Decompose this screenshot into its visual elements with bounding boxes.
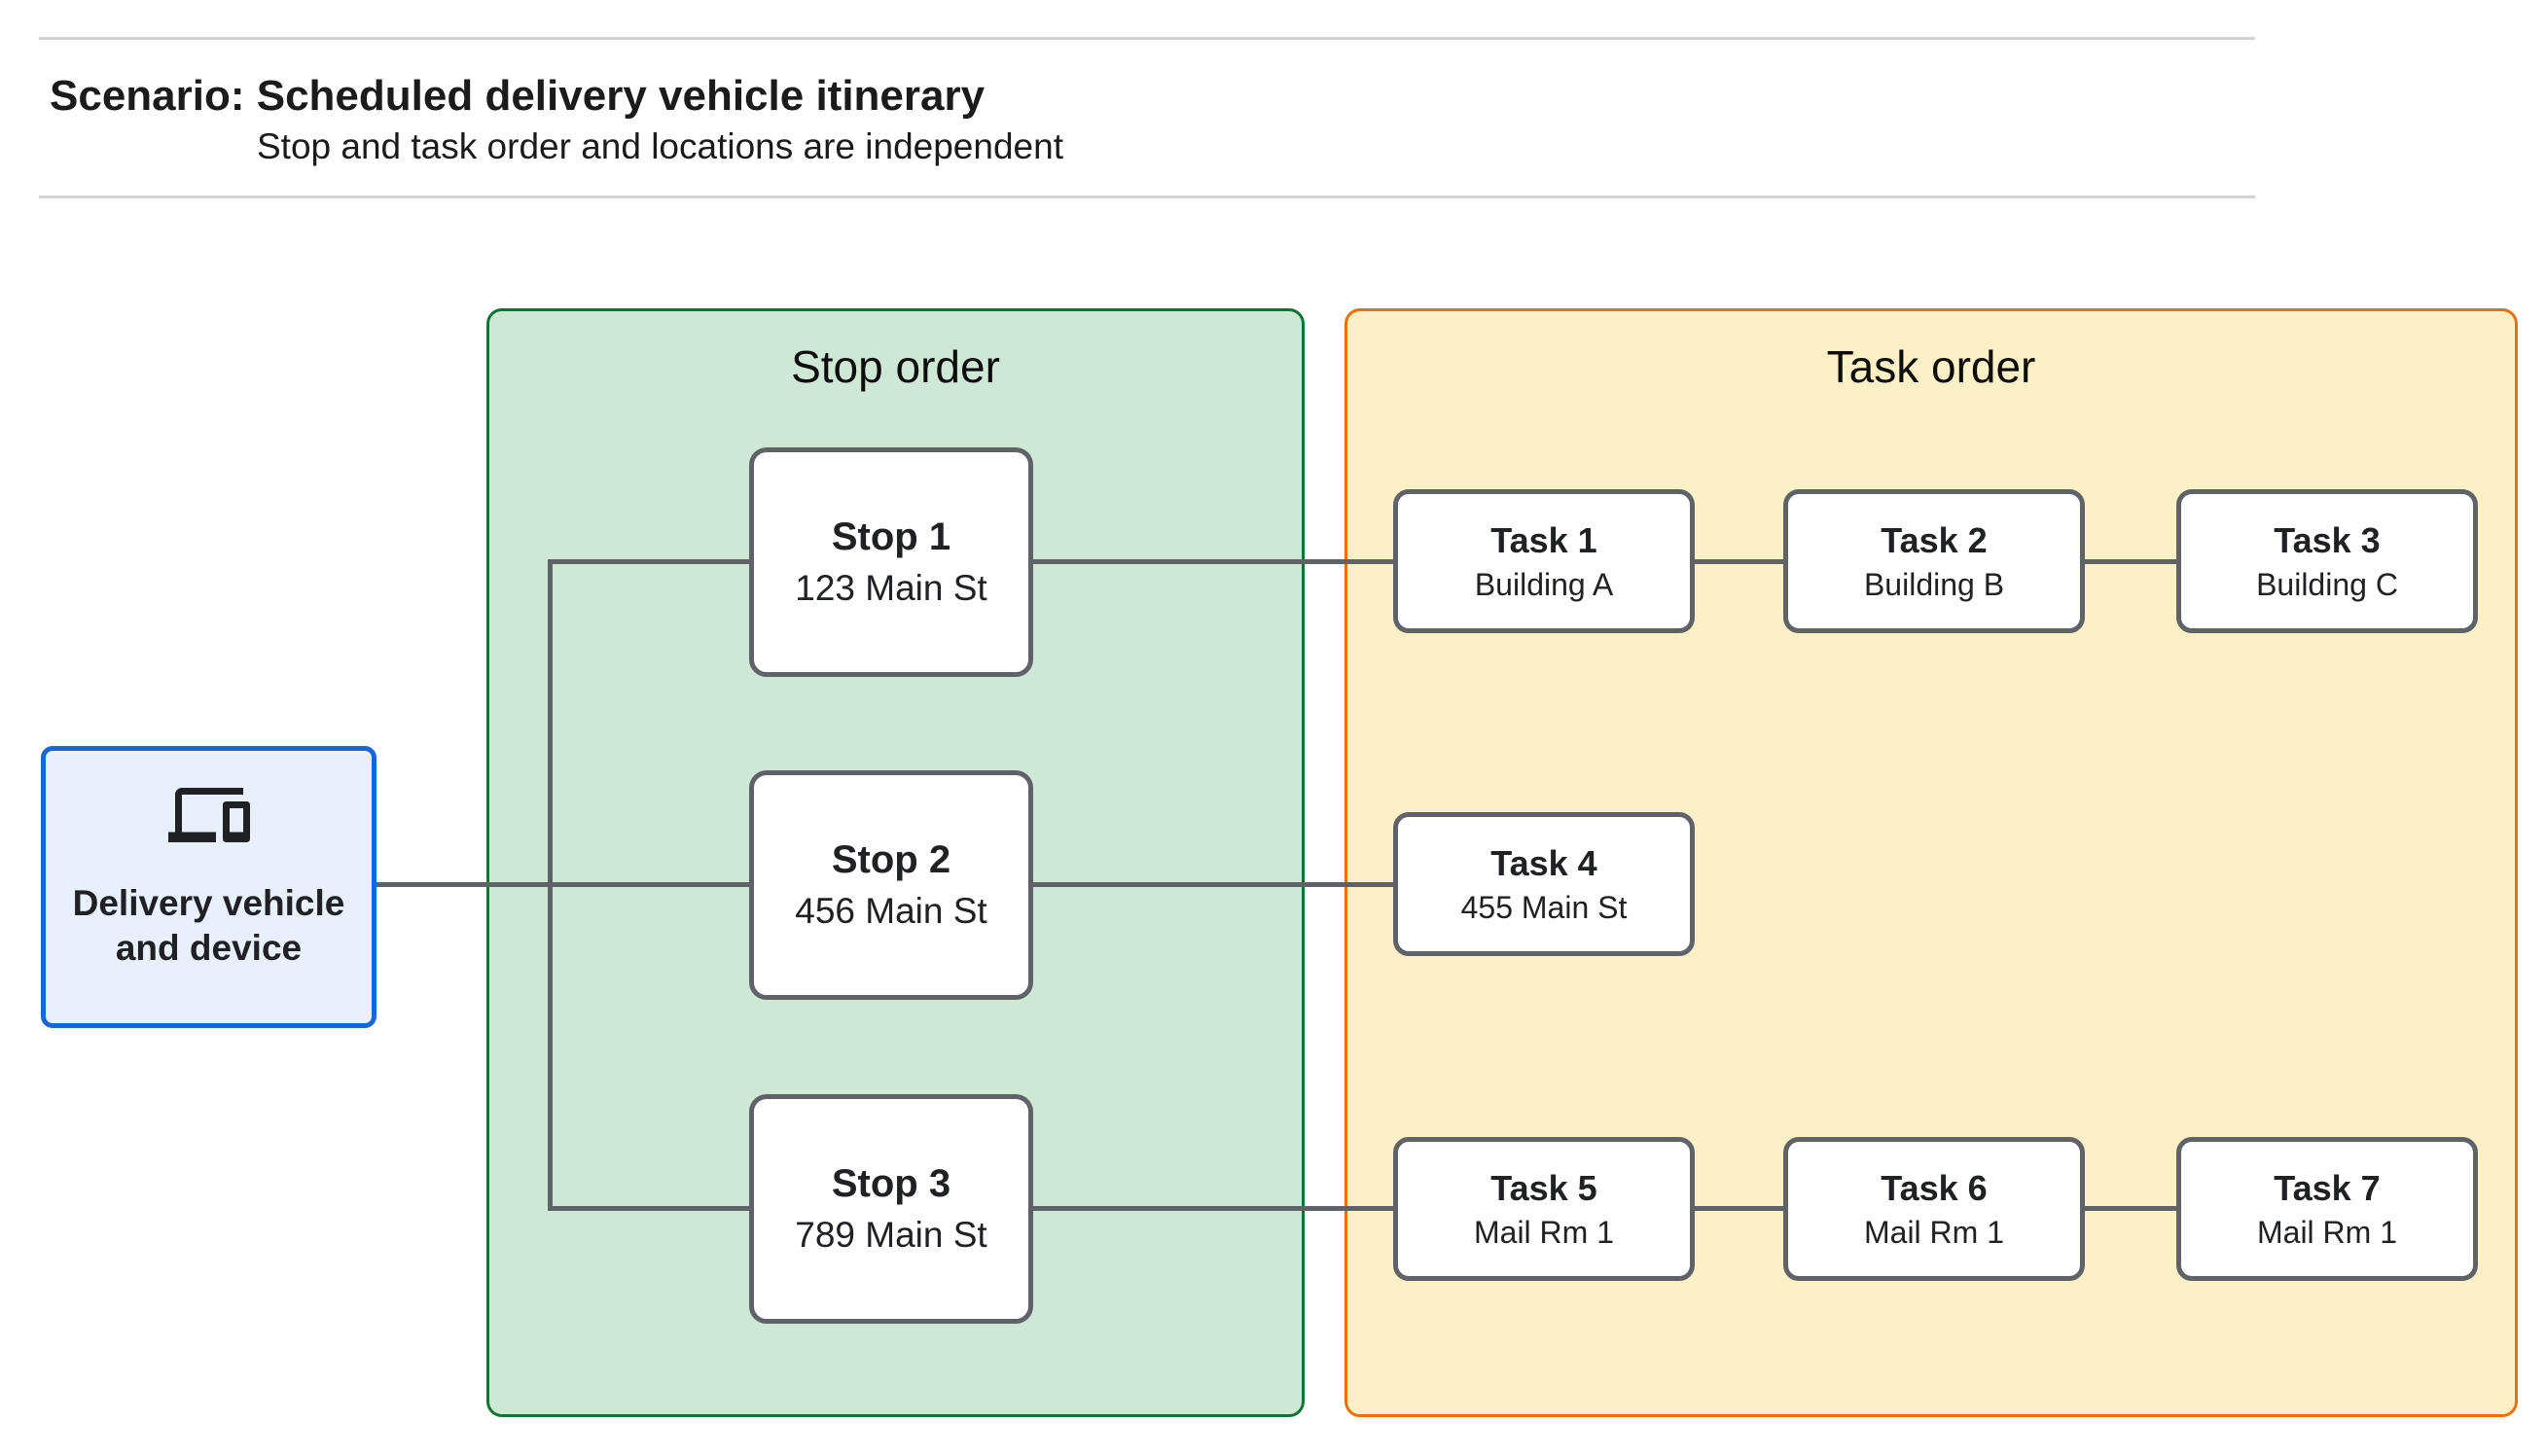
task-1-node: Task 1 Building A	[1393, 489, 1695, 633]
stop-1-title: Stop 1	[831, 515, 951, 558]
page-subtitle: Stop and task order and locations are in…	[257, 126, 1063, 166]
stop-2-title: Stop 2	[831, 838, 951, 881]
task-7-node: Task 7 Mail Rm 1	[2176, 1137, 2478, 1281]
connector-trunk-to-stop3	[548, 1206, 751, 1211]
task-4-node: Task 4 455 Main St	[1393, 812, 1695, 956]
task-6-location: Mail Rm 1	[1863, 1214, 2004, 1250]
delivery-vehicle-label-line2: and device	[115, 928, 303, 969]
task-4-title: Task 4	[1490, 842, 1597, 883]
connector-task5-to-task6	[1693, 1206, 1785, 1211]
task-5-location: Mail Rm 1	[1473, 1214, 1614, 1250]
delivery-vehicle-label-line1: Delivery vehicle	[72, 883, 345, 923]
stop-3-title: Stop 3	[831, 1162, 951, 1205]
divider-bottom	[39, 195, 2255, 198]
task-6-node: Task 6 Mail Rm 1	[1783, 1137, 2085, 1281]
connector-stop3-to-task5	[1031, 1206, 1395, 1211]
devices-icon	[167, 788, 250, 842]
task-3-location: Building C	[2256, 566, 2398, 602]
stop-2-address: 456 Main St	[795, 891, 987, 931]
connector-stop2-to-task4	[1031, 882, 1395, 887]
task-1-location: Building A	[1474, 566, 1614, 602]
stop-order-panel-title: Stop order	[791, 341, 1000, 392]
connector-task6-to-task7	[2083, 1206, 2178, 1211]
delivery-vehicle-node: Delivery vehicle and device	[41, 746, 377, 1028]
connector-task1-to-task2	[1693, 559, 1785, 564]
stop-1-node: Stop 1 123 Main St	[749, 447, 1033, 677]
connector-trunk	[548, 559, 553, 1211]
connector-stop1-to-task1	[1031, 559, 1395, 564]
connector-task2-to-task3	[2083, 559, 2178, 564]
task-5-node: Task 5 Mail Rm 1	[1393, 1137, 1695, 1281]
task-4-location: 455 Main St	[1460, 889, 1628, 925]
task-1-title: Task 1	[1490, 519, 1597, 560]
task-2-node: Task 2 Building B	[1783, 489, 2085, 633]
stop-2-node: Stop 2 456 Main St	[749, 770, 1033, 1000]
task-3-node: Task 3 Building C	[2176, 489, 2478, 633]
task-3-title: Task 3	[2274, 519, 2381, 560]
task-7-location: Mail Rm 1	[2256, 1214, 2397, 1250]
task-2-location: Building B	[1863, 566, 2005, 602]
task-order-panel-title: Task order	[1826, 341, 2036, 392]
stop-3-address: 789 Main St	[795, 1215, 987, 1255]
task-2-title: Task 2	[1881, 519, 1988, 560]
task-7-title: Task 7	[2274, 1167, 2381, 1208]
stop-3-node: Stop 3 789 Main St	[749, 1094, 1033, 1324]
page-title: Scenario: Scheduled delivery vehicle iti…	[50, 72, 986, 120]
task-6-title: Task 6	[1881, 1167, 1988, 1208]
delivery-vehicle-label: Delivery vehicle and device	[73, 881, 345, 972]
task-5-title: Task 5	[1490, 1167, 1597, 1208]
divider-top	[39, 37, 2255, 40]
connector-vehicle-to-stop2	[375, 882, 751, 887]
connector-trunk-to-stop1	[548, 559, 751, 564]
stop-1-address: 123 Main St	[795, 568, 987, 608]
